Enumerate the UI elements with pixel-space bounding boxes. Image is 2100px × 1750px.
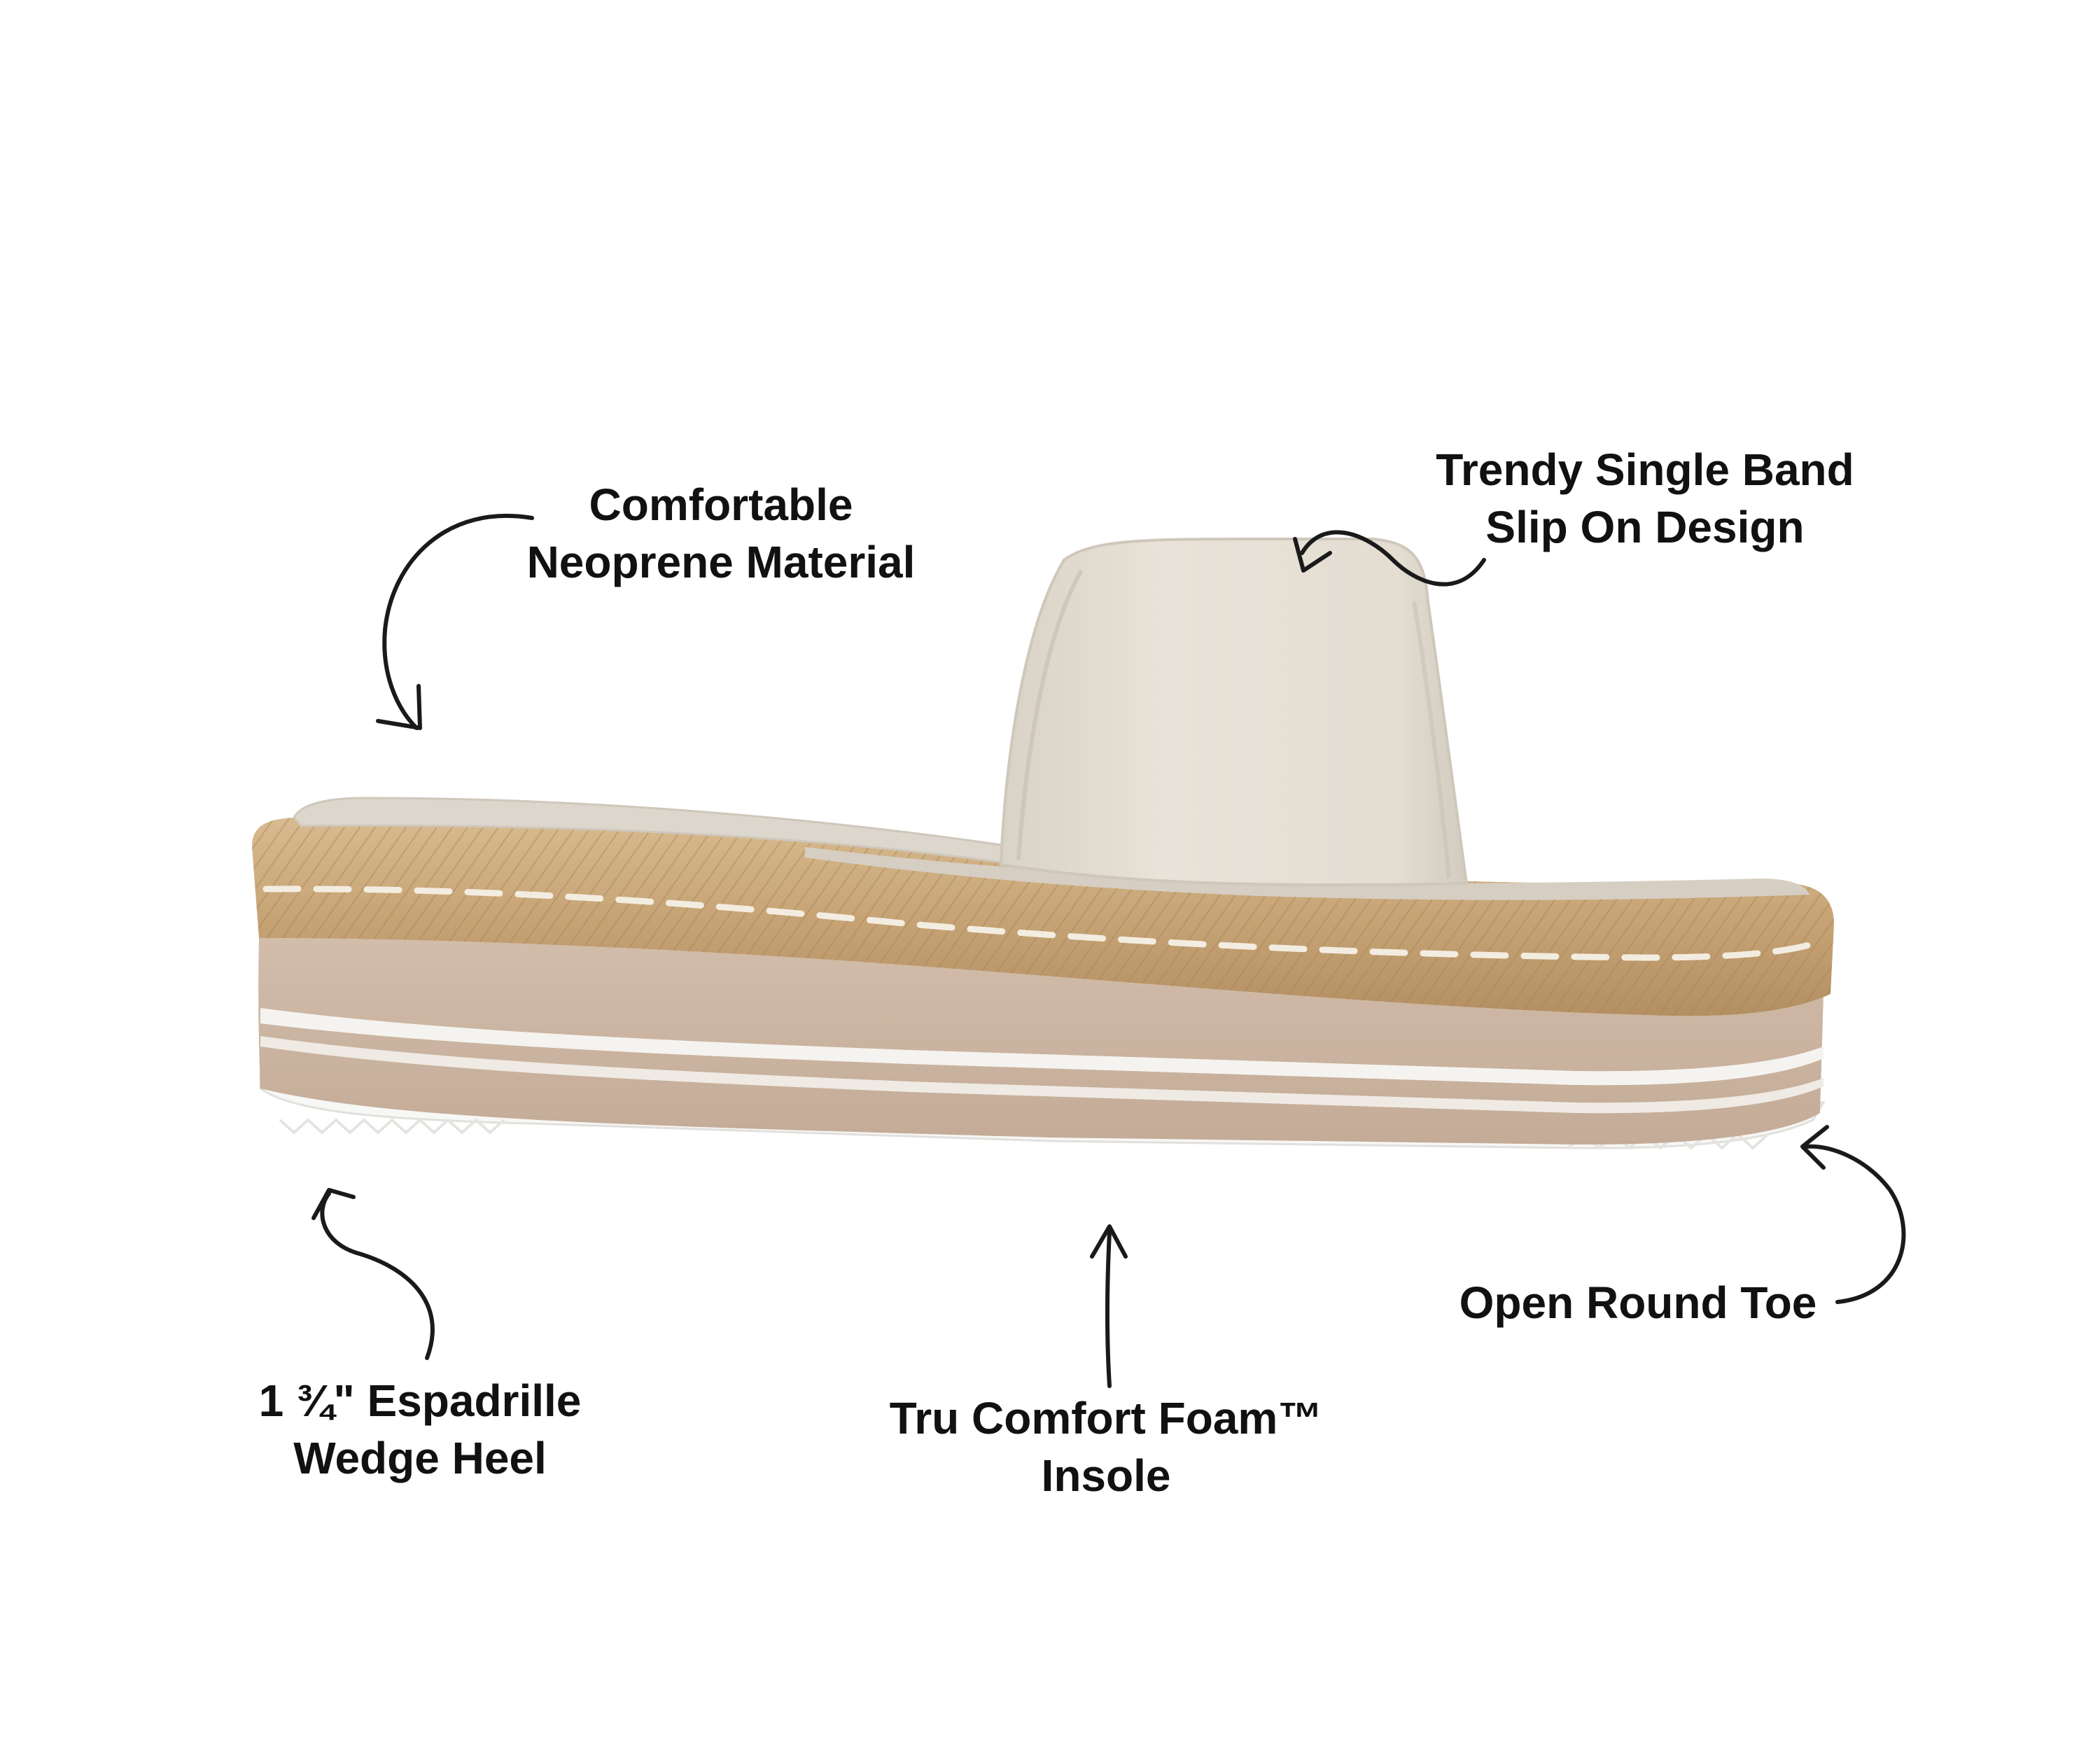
callout-toe-line1: Open Round Toe: [1459, 1278, 1817, 1328]
callout-band-line1: Trendy Single Band: [1436, 444, 1854, 495]
callout-neoprene-line1: Comfortable: [589, 479, 853, 530]
arrow-neoprene-icon: [382, 513, 534, 730]
callout-wedge-heel: 1 ¾" Espadrille Wedge Heel: [210, 1372, 630, 1487]
arrow-wedge-head-icon: [312, 1188, 356, 1220]
arrow-wedge-icon: [320, 1191, 435, 1360]
arrow-toe-head-icon: [1800, 1125, 1829, 1170]
arrow-band-icon: [1300, 530, 1486, 587]
callout-neoprene-material: Comfortable Neoprene Material: [483, 476, 959, 591]
callout-single-band: Trendy Single Band Slip On Design: [1414, 441, 1876, 556]
wedge-midsole: [258, 938, 1823, 1145]
callout-neoprene-line2: Neoprene Material: [526, 537, 916, 587]
callout-band-line2: Slip On Design: [1485, 502, 1805, 552]
callout-wedge-line2: Wedge Heel: [293, 1433, 547, 1483]
callout-foam-line1: Tru Comfort Foam™: [889, 1393, 1323, 1443]
arrow-foam-head-icon: [1090, 1224, 1128, 1259]
arrow-band-head-icon: [1293, 537, 1332, 573]
jute-wrap: [252, 816, 1834, 1016]
callout-foam-line2: Insole: [1041, 1450, 1171, 1501]
callout-wedge-line1: 1 ¾" Espadrille: [258, 1376, 582, 1426]
callout-comfort-foam: Tru Comfort Foam™ Insole: [840, 1390, 1372, 1504]
arrow-foam-icon: [1105, 1230, 1112, 1388]
callout-open-toe: Open Round Toe: [1421, 1274, 1855, 1331]
insole: [293, 797, 1809, 900]
neoprene-band: [999, 538, 1469, 887]
arrow-toe-icon: [1804, 1144, 1906, 1304]
arrow-neoprene-head-icon: [376, 684, 422, 730]
